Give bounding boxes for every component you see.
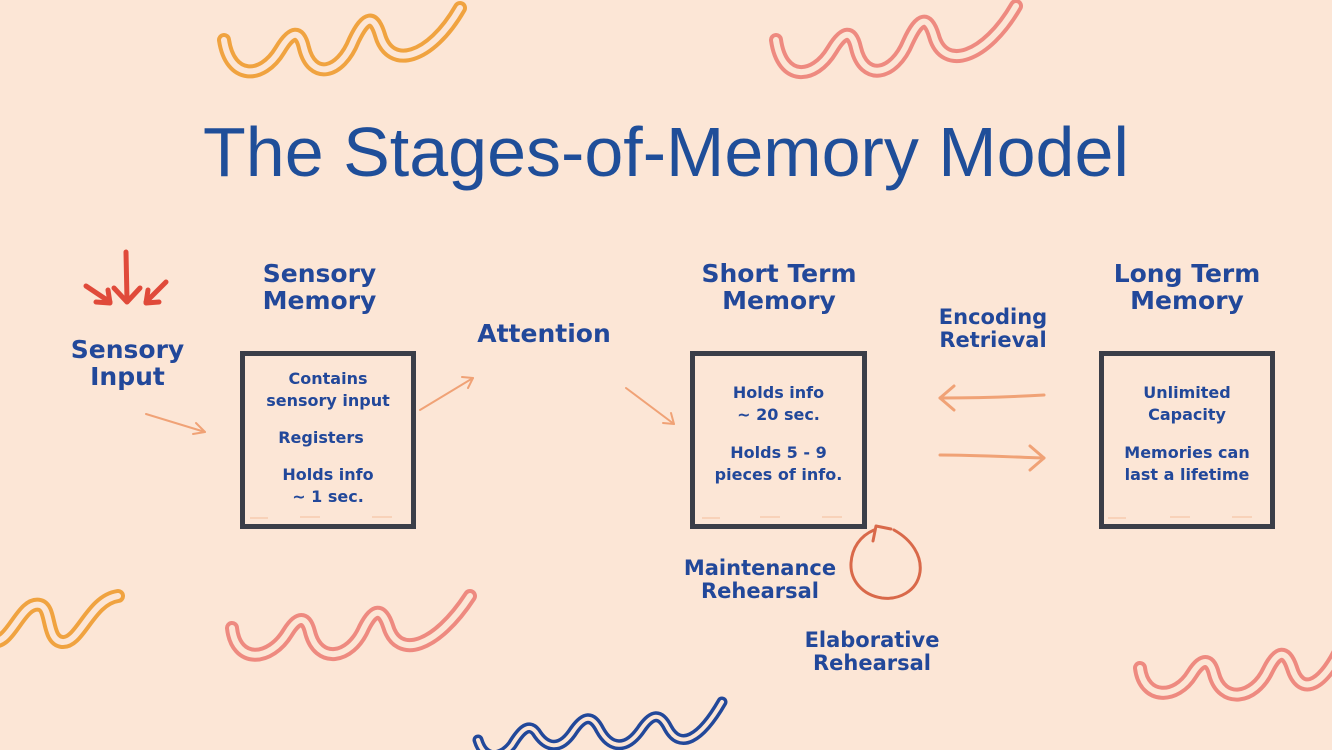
short-term-memory-text: Holds info ~ 20 sec. Holds 5 - 9 pieces … bbox=[700, 382, 857, 486]
squiggle-bottom-left bbox=[0, 589, 125, 649]
page-title: The Stages-of-Memory Model bbox=[203, 113, 1129, 191]
short-term-memory-heading: Short Term Memory bbox=[680, 260, 878, 314]
box-underline-marks bbox=[250, 516, 1252, 519]
squiggle-top-right bbox=[769, 0, 1023, 80]
long-term-heading-line1: Long Term bbox=[1113, 259, 1261, 288]
arrow-encoding bbox=[938, 444, 1046, 472]
elaborative-rehearsal-label: Elaborative Rehearsal bbox=[800, 629, 944, 674]
squiggle-bottom-right bbox=[1133, 647, 1332, 702]
long-term-text-1: Unlimited bbox=[1143, 383, 1231, 402]
arrow-attention-to-shortterm bbox=[625, 387, 675, 425]
sensory-memory-text-1: Contains bbox=[288, 369, 368, 388]
short-term-text-4: pieces of info. bbox=[714, 465, 843, 485]
short-term-heading-line1: Short Term bbox=[701, 259, 857, 288]
short-term-text-3: Holds 5 - 9 bbox=[730, 443, 827, 463]
arrow-sensory-to-attention bbox=[419, 376, 474, 411]
sensory-memory-text-4: Holds info bbox=[282, 465, 374, 485]
sensory-input-label: Sensory Input bbox=[60, 336, 195, 390]
elaborative-line1: Elaborative bbox=[804, 628, 940, 652]
red-arrows-icon bbox=[83, 249, 169, 306]
long-term-text-3: Memories can bbox=[1124, 443, 1250, 463]
sensory-memory-heading: Sensory Memory bbox=[238, 260, 401, 314]
squiggle-bottom-blue bbox=[472, 696, 728, 750]
arrow-retrieval bbox=[938, 384, 1046, 412]
arrow-input-to-sensory bbox=[145, 413, 206, 435]
retrieval-label: Retrieval bbox=[939, 327, 1047, 352]
squiggle-bottom-mid-left bbox=[225, 589, 477, 662]
sensory-memory-text: Contains sensory input Registers Holds i… bbox=[250, 368, 406, 508]
sensory-memory-text-5: ~ 1 sec. bbox=[292, 487, 364, 507]
rehearsal-cycle-icon bbox=[849, 524, 922, 600]
short-term-memory-box bbox=[690, 351, 867, 529]
sensory-memory-heading-line1: Sensory bbox=[262, 259, 377, 288]
sensory-memory-box bbox=[240, 351, 416, 529]
encoding-retrieval-label: Encoding Retrieval bbox=[928, 306, 1058, 351]
elaborative-line2: Rehearsal bbox=[812, 650, 931, 675]
short-term-heading-line2: Memory bbox=[722, 286, 836, 315]
long-term-memory-text: Unlimited Capacity Memories can last a l… bbox=[1109, 382, 1265, 486]
maintenance-rehearsal-label: Maintenance Rehearsal bbox=[680, 557, 840, 602]
sensory-input-line2: Input bbox=[90, 362, 165, 391]
squiggle-top-left bbox=[217, 1, 467, 79]
long-term-text-4: last a lifetime bbox=[1124, 465, 1250, 485]
short-term-text-2: ~ 20 sec. bbox=[737, 405, 820, 425]
sensory-memory-text-3: Registers bbox=[278, 428, 364, 448]
maintenance-line2: Rehearsal bbox=[700, 578, 819, 603]
short-term-text-1: Holds info bbox=[732, 383, 825, 402]
long-term-memory-heading: Long Term Memory bbox=[1092, 260, 1282, 314]
encoding-label: Encoding bbox=[938, 305, 1048, 329]
attention-label: Attention bbox=[477, 319, 611, 348]
maintenance-line1: Maintenance bbox=[683, 556, 837, 580]
long-term-heading-line2: Memory bbox=[1130, 286, 1244, 315]
sensory-memory-heading-line2: Memory bbox=[262, 286, 377, 315]
sensory-input-line1: Sensory bbox=[70, 335, 185, 364]
long-term-text-2: Capacity bbox=[1148, 405, 1226, 425]
long-term-memory-box bbox=[1099, 351, 1275, 529]
sensory-memory-text-2: sensory input bbox=[266, 391, 390, 411]
